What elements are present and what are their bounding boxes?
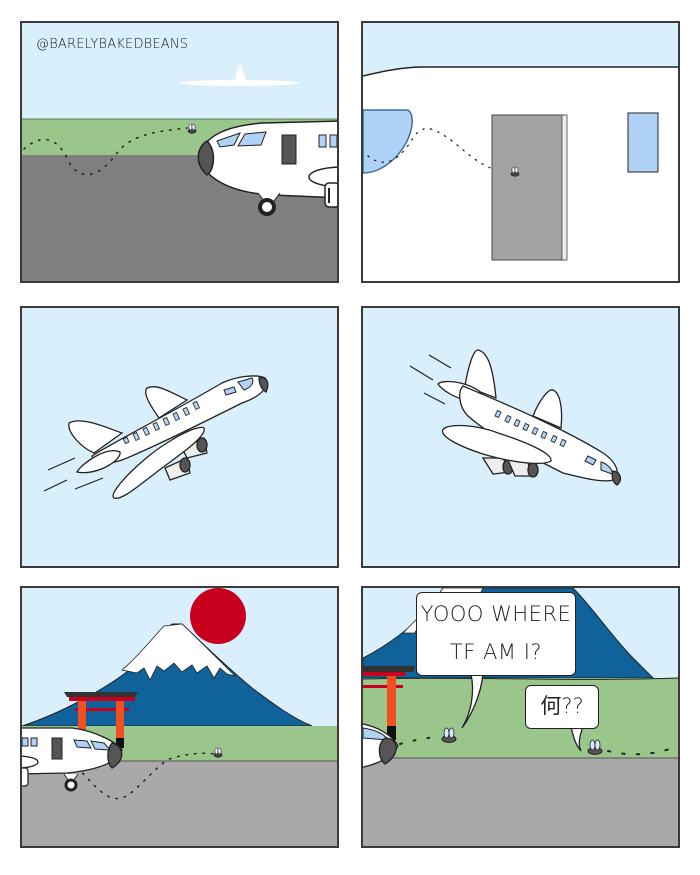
- open-window: [363, 109, 413, 174]
- speech-tail-2: [570, 725, 584, 752]
- speech-tail-1: [461, 673, 484, 729]
- panel-6-art: YOOO WHERE TF AM I? 何??: [363, 588, 678, 846]
- plane-window: [627, 112, 659, 173]
- distant-cloud: [179, 63, 299, 86]
- speech-bubble-main: YOOO WHERE TF AM I?: [416, 592, 576, 676]
- plane: [68, 375, 269, 499]
- torii-gate: [64, 692, 138, 748]
- panel-6: YOOO WHERE TF AM I? 何??: [361, 586, 680, 848]
- plane: [22, 727, 123, 792]
- speech-bubble-local: 何??: [525, 685, 599, 729]
- red-sun: [190, 588, 246, 644]
- panel-2-art: [363, 23, 678, 281]
- panel-3: [20, 306, 339, 568]
- panel-4: [361, 306, 680, 568]
- panel-5-art: [22, 588, 337, 846]
- plane: [197, 120, 337, 216]
- panel-1: @BARELYBAKEDBEANS: [20, 21, 339, 283]
- fly-icon: [510, 166, 520, 177]
- plane-nose: [363, 723, 399, 768]
- speech-line-1: YOOO WHERE: [420, 602, 572, 626]
- panel-3-art: [22, 308, 337, 566]
- speed-lines: [409, 354, 452, 405]
- panel-5: [20, 586, 339, 848]
- fly-icon: [441, 727, 457, 743]
- plane-door: [491, 114, 565, 261]
- plane: [437, 349, 622, 486]
- torii-gate: [363, 666, 415, 740]
- speed-lines: [43, 457, 104, 492]
- panel-2: [361, 21, 680, 283]
- fly-icon: [213, 747, 223, 758]
- fly-icon: [187, 123, 197, 134]
- local-fly-icon: [587, 739, 603, 755]
- panel-1-art: @BARELYBAKEDBEANS: [22, 23, 337, 281]
- panel-4-art: [363, 308, 678, 566]
- artist-credit: @BARELYBAKEDBEANS: [36, 37, 189, 52]
- speech-line-2: TF AM I?: [449, 640, 543, 664]
